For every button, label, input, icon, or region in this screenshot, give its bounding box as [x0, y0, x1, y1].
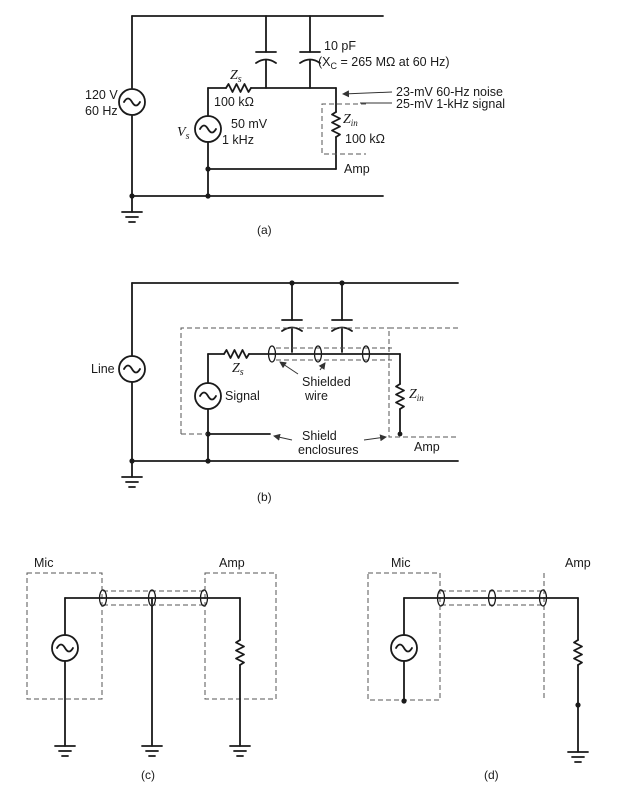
line-label: Line [91, 362, 115, 376]
caption-b: (b) [257, 490, 272, 504]
diagram-a [118, 15, 393, 223]
amp-label-d: Amp [565, 556, 591, 570]
vs-frequency: 1 kHz [222, 133, 254, 147]
shield-enclosures-label-2: enclosures [298, 443, 358, 457]
caption-d: (d) [484, 768, 499, 782]
capacitance-label: 10 pF [324, 39, 356, 53]
resistor-zin-b [395, 383, 405, 410]
shield-ring [313, 345, 323, 363]
amp-label-b: Amp [414, 440, 440, 454]
resistor-amp-c [235, 639, 245, 666]
signal-source-vs [194, 115, 222, 143]
mic-label-d: Mic [391, 556, 410, 570]
reactance-label: (XC = 265 MΩ at 60 Hz) [318, 55, 450, 71]
zs-label: Zs [230, 68, 242, 85]
zs-value: 100 kΩ [214, 95, 254, 109]
resistor-zs [225, 83, 252, 93]
source-voltage-label: 120 V [85, 88, 118, 102]
shield-ring [267, 345, 277, 363]
resistor-amp-d [573, 639, 583, 666]
resistor-zin [331, 111, 341, 138]
ground-icon [567, 751, 589, 763]
zs-label-b: Zs [232, 361, 244, 378]
diagram-b [118, 280, 459, 488]
ground-icon [121, 211, 143, 223]
shielded-wire-label-2: wire [304, 389, 328, 403]
ac-source-120v [118, 88, 146, 116]
mic-source-c [51, 634, 79, 662]
diagram-d [367, 572, 589, 763]
shield-ring [361, 345, 371, 363]
resistor-zs-b [223, 349, 250, 359]
ground-icon [141, 745, 163, 757]
noise-label: 23-mV 60-Hz noise [396, 85, 503, 99]
signal-source-label: Signal [225, 389, 260, 403]
amp-label-c: Amp [219, 556, 245, 570]
amp-label: Amp [344, 162, 370, 176]
shielded-wire-label-1: Shielded [302, 375, 351, 389]
caption-a: (a) [257, 223, 272, 237]
ground-icon [54, 745, 76, 757]
signal-label: 25-mV 1-kHz signal [396, 97, 505, 111]
vs-label: Vs [177, 125, 190, 142]
zin-value: 100 kΩ [345, 132, 385, 146]
mic-label-c: Mic [34, 556, 53, 570]
mic-source-d [390, 634, 418, 662]
shield-enclosures-label-1: Shield [302, 429, 337, 443]
source-frequency-label: 60 Hz [85, 104, 118, 118]
zin-label: Zin [343, 112, 358, 128]
ground-icon [121, 476, 143, 488]
diagram-c [26, 572, 277, 757]
line-source [118, 355, 146, 383]
zin-label-b: Zin [409, 387, 424, 403]
vs-amplitude: 50 mV [231, 117, 268, 131]
caption-c: (c) [141, 768, 155, 782]
ground-icon [229, 745, 251, 757]
signal-source [194, 382, 222, 410]
